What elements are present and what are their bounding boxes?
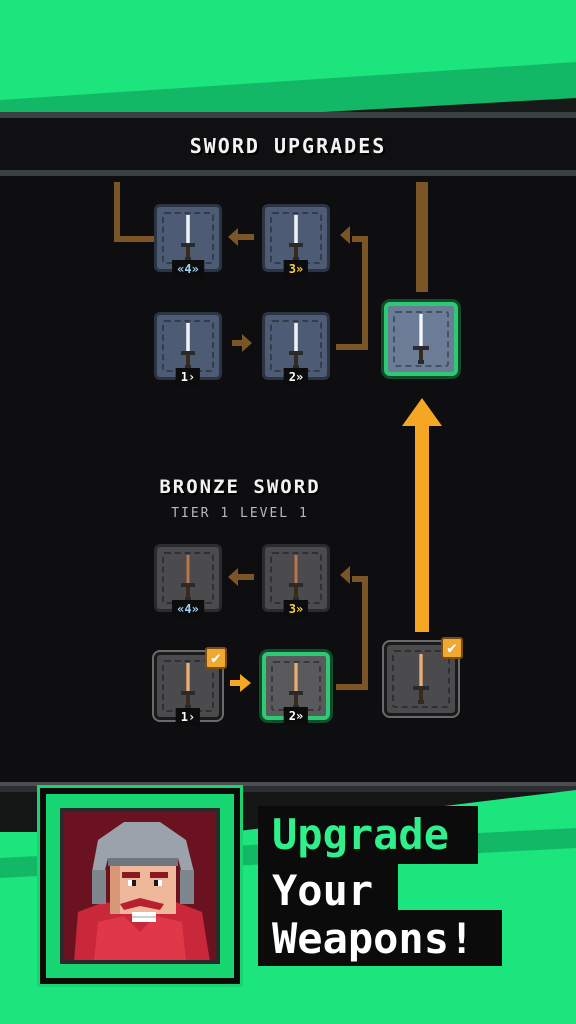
level-badge: 2» [283,368,309,386]
sword-icon [289,663,303,709]
weapon-name: BRONZE SWORD [159,476,321,498]
level-badge: 3» [283,600,309,618]
sword-icon [181,323,195,369]
sword-icon [413,314,429,364]
promo-line1-box: Upgrade [258,806,478,864]
upgrade-tile-1-owned[interactable]: ✔ 1› [154,647,227,726]
promo-line2-box: Your [258,862,398,916]
promo-line3-box: Weapons! [258,910,502,966]
level-badge: 1› [175,708,201,726]
check-icon: ✔ [441,637,463,659]
connector-line [336,684,368,690]
level-badge: 1› [175,368,201,386]
connector-line [114,236,156,242]
connector-line [232,340,244,346]
sword-icon [181,215,195,261]
connector-line [362,576,368,688]
level-badge: 3» [283,260,309,278]
arrow-left-icon [228,568,238,586]
upgrade-tile-2-selected[interactable]: 2» [262,652,330,725]
upgrade-tile-3[interactable]: 3» [262,204,330,278]
connector-line [230,680,242,686]
connector-line [352,236,366,242]
sword-icon [413,654,429,704]
upgrade-panel: SWORD UPGRADES «4» 3» 1› [0,112,576,798]
connector-line [236,574,254,580]
sword-icon [181,663,195,709]
connector-line [114,182,120,242]
arrow-icon [340,226,350,244]
upgrade-tile-4[interactable]: «4» [154,204,222,278]
panel-title: SWORD UPGRADES [189,134,387,158]
knight-portrait-art [64,812,216,960]
connector-line [416,182,428,292]
tier-up-connector [415,418,429,632]
upgrade-tile-3[interactable]: 3» [262,544,330,618]
arrow-up-icon [402,398,442,426]
level-badge: «4» [172,600,204,618]
knight-portrait [60,808,220,964]
sword-icon [181,555,195,601]
panel-header: SWORD UPGRADES [0,118,576,176]
arrow-right-icon [240,674,251,692]
promo-line2: Your [272,866,374,915]
arrow-right-icon [242,334,252,352]
sword-icon [289,323,303,369]
portrait-frame [40,788,240,984]
arrow-left-icon [228,228,238,246]
sword-icon [289,555,303,601]
weapon-tier-level: TIER 1 LEVEL 1 [171,506,309,521]
level-badge: 2» [283,707,309,725]
next-tier-sword-tile[interactable] [384,302,458,376]
connector-line [336,344,368,350]
upgrade-tile-1[interactable]: 1› [154,312,222,386]
promo-line1: Upgrade [272,810,450,859]
arrow-icon [340,566,350,584]
connector-line [236,234,254,240]
connector-line [352,576,366,582]
level-badge: «4» [172,260,204,278]
connector-line [362,236,368,348]
upgrade-tile-4[interactable]: «4» [154,544,222,618]
upgrade-tile-2[interactable]: 2» [262,312,330,386]
current-sword-tile[interactable]: ✔ [384,637,463,716]
sword-icon [289,215,303,261]
check-icon: ✔ [205,647,227,669]
promo-line3: Weapons! [272,914,475,963]
